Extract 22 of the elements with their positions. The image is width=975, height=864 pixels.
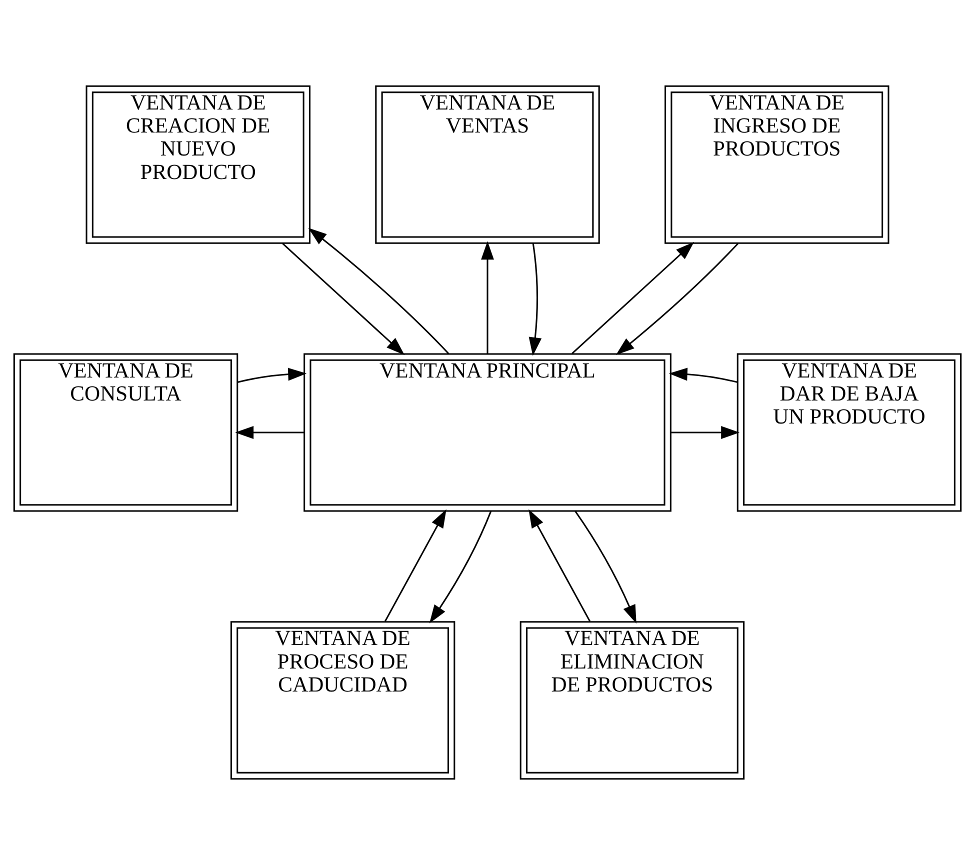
arrow — [528, 242, 542, 356]
arrow — [308, 227, 450, 354]
arrow — [384, 508, 446, 622]
arrow — [528, 508, 591, 622]
node-box: VENTANA DE INGRESO DE PRODUCTOS — [664, 84, 890, 244]
arrow — [572, 241, 694, 354]
arrow — [237, 367, 307, 382]
arrow — [429, 510, 492, 623]
arrow — [481, 240, 494, 354]
arrow — [235, 426, 304, 438]
node-box: VENTANA DE PROCESO DE CADUCIDAD — [230, 620, 456, 780]
node-box: VENTANA DE CONSULTA — [13, 352, 238, 512]
node-box: VENTANA PRINCIPAL — [304, 352, 672, 512]
arrow — [574, 510, 636, 624]
node-box: VENTANA DE DAR DE BAJA UN PRODUCTO — [736, 352, 962, 512]
node-box: VENTANA DE ELIMINACION DE PRODUCTOS — [520, 620, 745, 780]
arrow — [671, 426, 740, 438]
arrow — [282, 242, 405, 355]
node-box: VENTANA DE CREACION DE NUEVO PRODUCTO — [86, 84, 310, 244]
arrow — [668, 367, 738, 382]
node-box: VENTANA DE VENTAS — [375, 84, 600, 244]
arrow — [616, 242, 739, 355]
